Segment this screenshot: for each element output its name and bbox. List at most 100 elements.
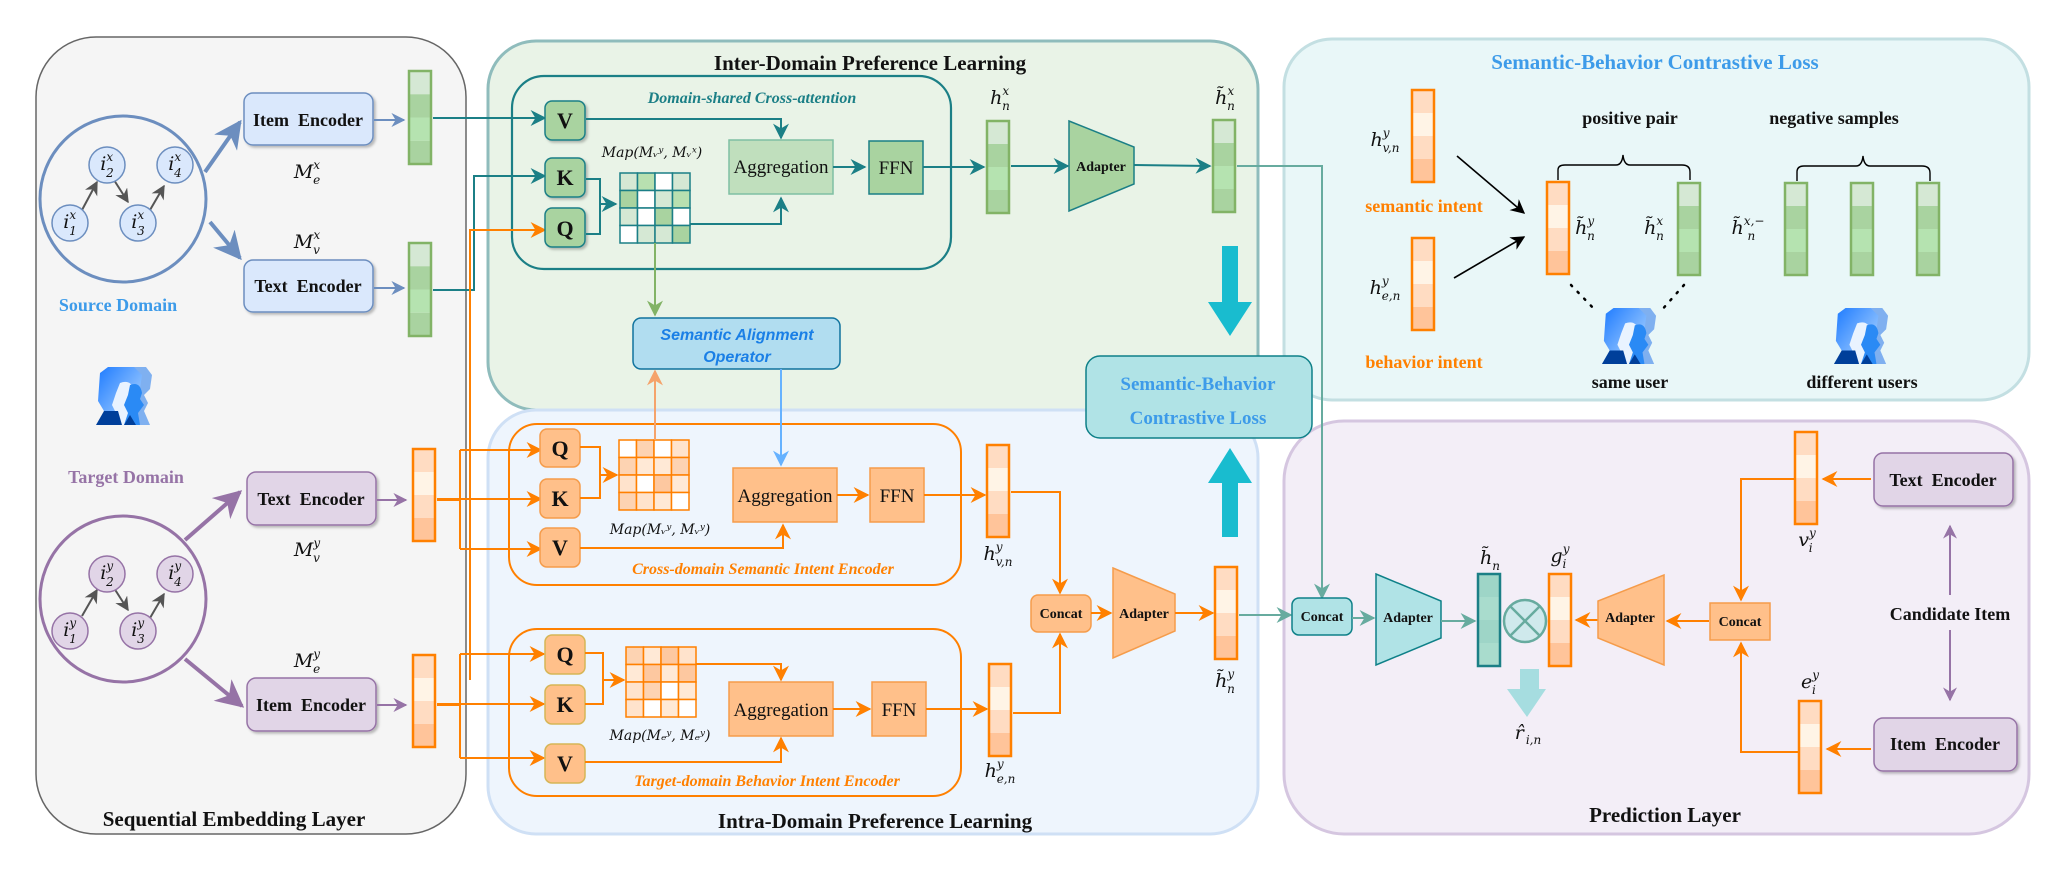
- positive-pair-label: positive pair: [1582, 108, 1678, 128]
- inter-v-label: V: [557, 108, 573, 133]
- semantic-intent-encoder-box: [508, 423, 962, 586]
- attention-map-cell: [660, 698, 680, 718]
- arrow-down-to-loss: [1208, 246, 1252, 336]
- vector-outline: [407, 241, 433, 338]
- svg-text:ix4: ix4: [168, 150, 182, 180]
- inter-k-box: [544, 157, 586, 198]
- attention-map-cell: [654, 172, 674, 192]
- vector-cell: [1795, 478, 1817, 501]
- attention-map-cell: [653, 439, 673, 459]
- attention-map-cell: [660, 646, 680, 666]
- vector-cell: [1851, 252, 1873, 275]
- behavior-v-label: V: [557, 751, 573, 776]
- prediction-concat-left: [1291, 597, 1353, 636]
- vector-cell: [1549, 643, 1571, 666]
- intra-concat-label: Concat: [1040, 607, 1083, 622]
- vector-cell: [1549, 620, 1571, 643]
- vector-outline: [1849, 181, 1875, 277]
- attention-map-cell: [653, 491, 673, 511]
- target-text-embedding-vector: [411, 447, 437, 543]
- vector-cell: [1412, 159, 1434, 182]
- panel-contrastive-loss: [1282, 37, 2031, 402]
- prediction-adapter-right-label: Adapter: [1605, 611, 1655, 626]
- vector-cell: [1917, 252, 1939, 275]
- vector-cell: [987, 190, 1009, 213]
- different-users-label: different users: [1806, 372, 1917, 392]
- vector-cell: [987, 144, 1009, 167]
- vector-cell: [1851, 206, 1873, 229]
- attention-map-cell: [625, 681, 645, 701]
- attention-map-cell: [642, 646, 662, 666]
- vector-cell: [987, 121, 1009, 144]
- negative-sample-vector-2: [1849, 181, 1875, 277]
- vector-outline: [411, 653, 437, 749]
- contrastive-title: Semantic-Behavior Contrastive Loss: [1491, 50, 1818, 74]
- vector-cell: [1215, 613, 1237, 636]
- contrast-h-en-y-vector: [1410, 236, 1436, 332]
- candidate-item-encoder: [1873, 717, 2018, 772]
- vector-cell: [1412, 90, 1434, 113]
- attention-map-cell: [677, 663, 697, 683]
- behavior-ffn-box: [871, 681, 927, 737]
- attention-map-cell: [653, 474, 673, 494]
- svg-text:ix3: ix3: [131, 208, 145, 238]
- vector-cell: [1215, 636, 1237, 659]
- attention-map-cell: [618, 474, 638, 494]
- vector-cell: [413, 449, 435, 472]
- attention-map-cell: [671, 224, 691, 244]
- vector-cell: [1678, 206, 1700, 229]
- attention-map-cell: [636, 172, 656, 192]
- cross-attention-box: [510, 74, 953, 271]
- inter-ffn-label: FFN: [879, 158, 914, 179]
- attention-map-cell: [619, 172, 639, 192]
- negative-samples-brace: [1796, 155, 1931, 181]
- vector-cell: [989, 710, 1011, 733]
- semantic-aggregation-box: [732, 467, 838, 523]
- svg-text:iy4: iy4: [168, 559, 182, 589]
- source-sequence-circle: [38, 114, 208, 284]
- panel-intra-domain: [486, 408, 1260, 836]
- center-contrastive-loss-box: [1085, 355, 1313, 439]
- prediction-concat-right-label: Concat: [1719, 615, 1762, 630]
- h-tilde-n-label: h̃n: [1480, 546, 1500, 573]
- semantic-ffn-box: [869, 467, 925, 523]
- behavior-q-box: [544, 634, 586, 675]
- vector-cell: [409, 312, 431, 336]
- output-arrow: [1507, 669, 1546, 717]
- h-vn-y-vector: [985, 443, 1011, 539]
- vector-cell: [1478, 643, 1500, 666]
- target-sequence-circle: [38, 514, 208, 684]
- semantic-v-label: V: [552, 535, 568, 560]
- vector-cell: [413, 472, 435, 495]
- vector-cell: [1547, 205, 1569, 228]
- inter-k-label: K: [556, 165, 573, 190]
- candidate-text-encoder: [1873, 452, 2014, 507]
- vector-cell: [413, 678, 435, 701]
- attention-map-cell: [670, 474, 690, 494]
- attention-map-cell: [635, 456, 655, 476]
- vector-cell: [987, 491, 1009, 514]
- users-icon: [96, 367, 152, 425]
- inner-product-icon: [1502, 598, 1548, 644]
- positive-pair-brace: [1557, 154, 1691, 180]
- attention-map-cell: [670, 491, 690, 511]
- prediction-adapter-right: [1597, 573, 1665, 667]
- vector-cell: [1547, 251, 1569, 274]
- attention-map-cell: [619, 224, 639, 244]
- semantic-alignment-operator: [632, 317, 841, 370]
